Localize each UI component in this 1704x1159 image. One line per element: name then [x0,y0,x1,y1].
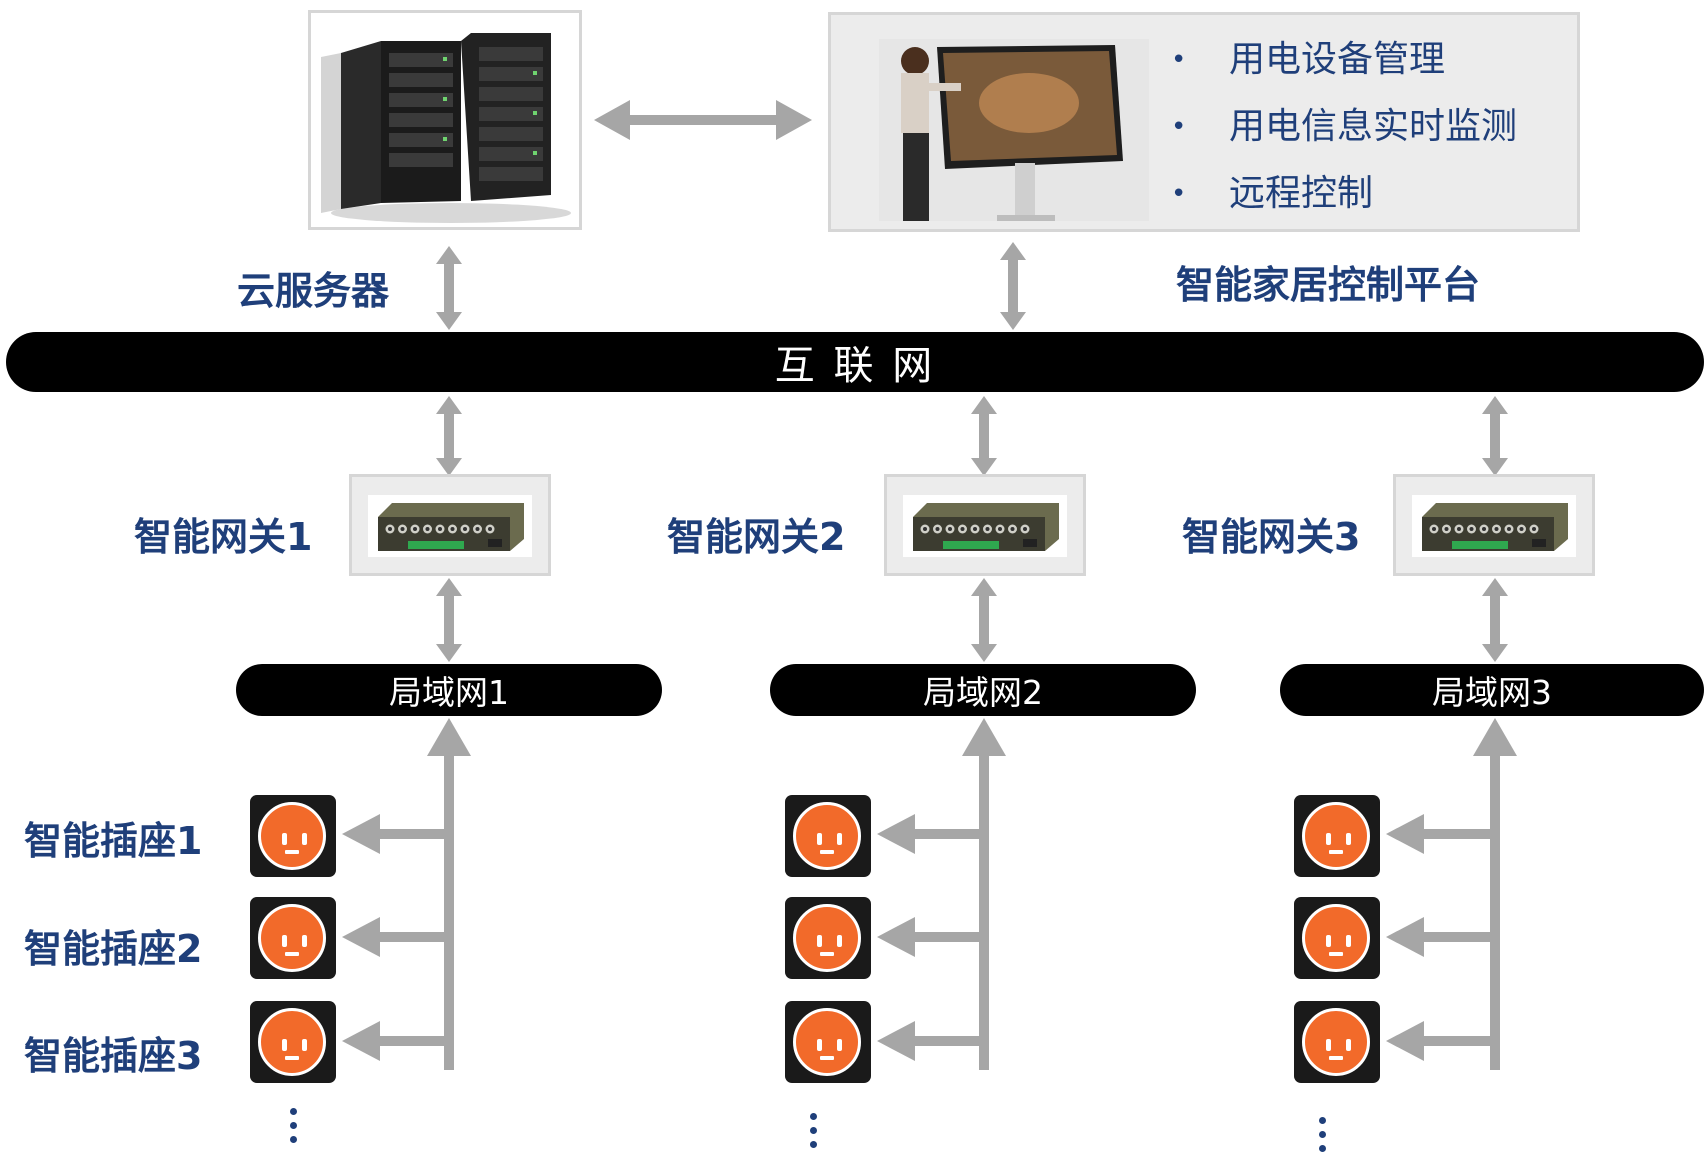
vertical-ellipsis-icon [1319,1117,1327,1159]
gateway-2-frame [884,474,1086,576]
feature-item-remote-control: 远程控制 [1171,163,1517,230]
lan-2-label: 局域网2 [923,673,1043,712]
double-arrow [436,246,462,330]
left-arrow-head [1386,917,1424,957]
gateway-3-frame [1393,474,1595,576]
trunk-line [979,752,989,1070]
power-socket-icon [1294,1001,1380,1083]
branch-line [1416,829,1495,839]
left-arrow-head [342,917,380,957]
branch-line [372,1036,449,1046]
power-socket-icon [1294,795,1380,877]
power-socket-icon [1294,897,1380,979]
gateway-1-label: 智能网关1 [134,515,313,559]
double-arrow [971,396,997,476]
lan-3-label: 局域网3 [1432,673,1552,712]
left-arrow-head [877,1021,915,1061]
double-arrow [1000,242,1026,330]
platform-frame: 用电设备管理 用电信息实时监测 远程控制 [828,12,1580,232]
power-socket-icon [250,795,336,877]
gateway-device-icon [368,495,532,557]
lan-1-bar: 局域网1 [236,664,662,716]
power-socket-icon [250,1001,336,1083]
branch-line [907,829,984,839]
touchscreen-user-illustration [879,39,1149,221]
power-socket-icon [250,897,336,979]
socket-1-label: 智能插座1 [24,819,203,863]
socket-2-label: 智能插座2 [24,927,203,971]
gateway-device-icon [1412,495,1576,557]
branch-line [1416,932,1495,942]
gateway-1-frame [349,474,551,576]
platform-feature-list: 用电设备管理 用电信息实时监测 远程控制 [1171,29,1517,230]
cloud-server-label: 云服务器 [237,269,390,313]
lan-3-bar: 局域网3 [1280,664,1704,716]
double-arrow [436,578,462,662]
up-arrow-head [427,718,471,756]
internet-label: 互 联 网 [774,343,936,389]
branch-line [907,1036,984,1046]
socket-3-label: 智能插座3 [24,1034,203,1078]
branch-line [1416,1036,1495,1046]
double-arrow [1482,578,1508,662]
left-arrow-head [342,1021,380,1061]
platform-label: 智能家居控制平台 [1176,263,1481,307]
branch-line [372,932,449,942]
double-arrow [1482,396,1508,476]
internet-bar: 互 联 网 [6,332,1704,392]
lan-2-bar: 局域网2 [770,664,1196,716]
double-arrow [971,578,997,662]
left-arrow-head [1386,814,1424,854]
gateway-2-label: 智能网关2 [667,515,846,559]
feature-item-realtime-monitoring: 用电信息实时监测 [1171,96,1517,163]
double-arrow [436,396,462,476]
left-arrow-head [877,917,915,957]
vertical-ellipsis-icon [290,1108,298,1150]
left-arrow-head [1386,1021,1424,1061]
gateway-3-label: 智能网关3 [1182,515,1361,559]
up-arrow-head [962,718,1006,756]
server-rack-illustration [311,13,579,227]
gateway-device-icon [903,495,1067,557]
power-socket-icon [785,795,871,877]
trunk-line [444,752,454,1070]
up-arrow-head [1473,718,1517,756]
branch-line [907,932,984,942]
power-socket-icon [785,1001,871,1083]
trunk-line [1490,752,1500,1070]
lan-1-label: 局域网1 [389,673,509,712]
vertical-ellipsis-icon [810,1113,818,1155]
branch-line [372,829,449,839]
double-arrow-horizontal [594,100,812,140]
left-arrow-head [342,814,380,854]
power-socket-icon [785,897,871,979]
left-arrow-head [877,814,915,854]
feature-item-device-management: 用电设备管理 [1171,29,1517,96]
cloud-server-frame [308,10,582,230]
